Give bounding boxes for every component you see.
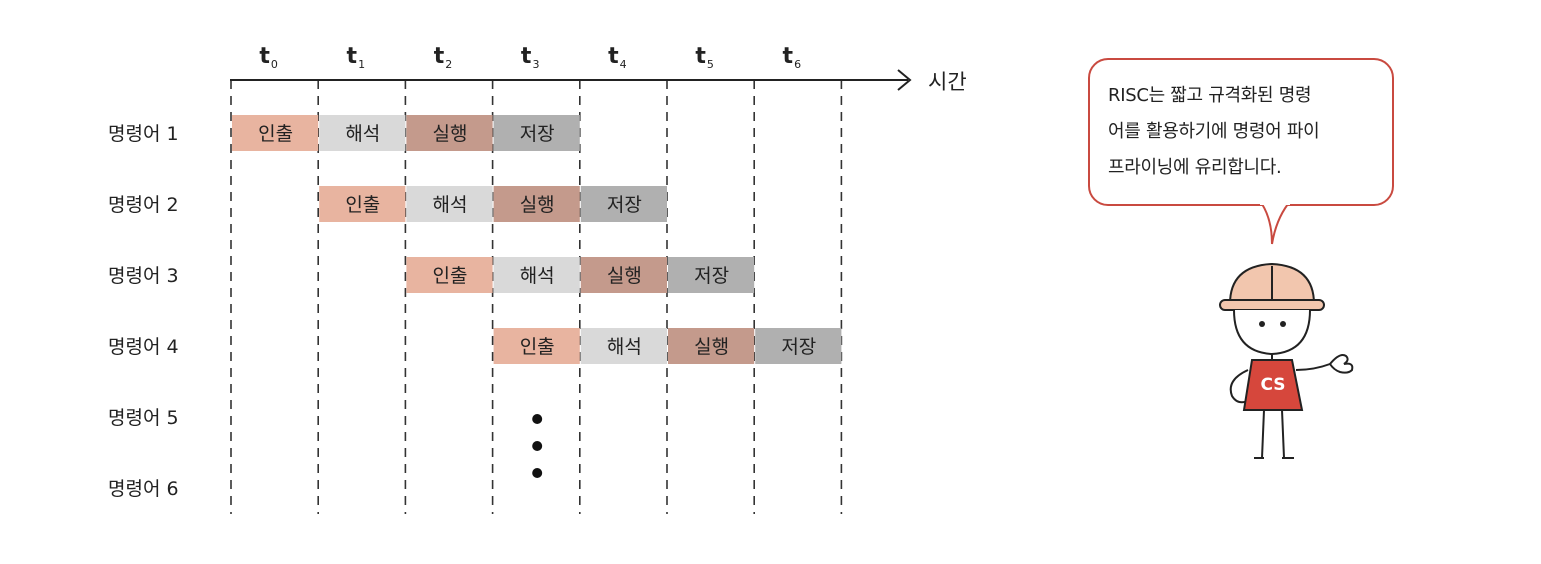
- helmet-icon: [1219, 262, 1325, 311]
- speech-bubble: RISC는 짧고 규격화된 명령 어를 활용하기에 명령어 파이 프라이닝에 유…: [1088, 58, 1394, 206]
- stage-cell: 인출: [493, 328, 580, 364]
- time-tick-labels: t0 t1 t2 t3 t4 t5 t6: [259, 44, 801, 71]
- instruction-label: 명령어 4: [108, 336, 179, 358]
- shirt-logo: CS: [1260, 375, 1285, 395]
- stage-label: 인출: [433, 265, 468, 287]
- time-axis: 시간: [230, 69, 967, 94]
- stage-cell: 저장: [580, 186, 667, 222]
- stage-label: 해석: [345, 123, 380, 145]
- stage-box: [580, 257, 667, 293]
- stage-label: 인출: [258, 123, 293, 145]
- stage-label: 저장: [607, 194, 642, 216]
- stage-box: [580, 186, 667, 222]
- mascot-character: CS: [1219, 200, 1354, 459]
- stage-label: 저장: [520, 123, 555, 145]
- stage-label: 인출: [345, 194, 380, 216]
- ellipsis-dots: [532, 414, 543, 478]
- time-tick-label: t2: [434, 44, 453, 71]
- left-arm: [1229, 369, 1251, 404]
- stage-box: [493, 328, 580, 364]
- time-axis-label: 시간: [928, 70, 967, 94]
- stage-label: 해석: [607, 336, 642, 358]
- stage-label: 실행: [433, 123, 468, 145]
- stage-box: [319, 115, 406, 151]
- stage-label: 저장: [694, 265, 729, 287]
- stage-cell: 실행: [668, 328, 755, 364]
- time-tick-label: t3: [521, 44, 540, 71]
- stage-cell: 저장: [493, 115, 580, 151]
- ellipsis-dot: [532, 441, 543, 451]
- stage-box: [232, 115, 319, 151]
- stage-label: 해석: [520, 265, 555, 287]
- stage-label: 저장: [781, 336, 816, 358]
- stage-cell: 실행: [406, 115, 493, 151]
- stage-box: [406, 186, 493, 222]
- right-arm: [1295, 363, 1331, 371]
- stage-cell: 해석: [319, 115, 406, 151]
- stage-box: [493, 115, 580, 151]
- time-grid-lines: [230, 80, 843, 514]
- ellipsis-dot: [532, 414, 543, 424]
- stage-cell: 해석: [493, 257, 580, 293]
- stage-label: 실행: [520, 194, 555, 216]
- pointing-hand-icon: [1328, 354, 1354, 374]
- stage-cell: 해석: [580, 328, 667, 364]
- stage-cell: 인출: [319, 186, 406, 222]
- time-tick-label: t6: [783, 44, 802, 71]
- instruction-label: 명령어 6: [108, 478, 179, 500]
- stage-cell: 인출: [406, 257, 493, 293]
- stage-label: 실행: [694, 336, 729, 358]
- ellipsis-dot: [532, 468, 543, 478]
- stage-cell: 저장: [755, 328, 842, 364]
- mascot-head: [1233, 309, 1311, 356]
- stage-box: [668, 257, 755, 293]
- stage-cell: 실행: [580, 257, 667, 293]
- instruction-label: 명령어 2: [108, 194, 179, 216]
- speech-bubble-line-1: RISC는 짧고 규격화된 명령: [1108, 85, 1312, 106]
- stage-cell: 저장: [668, 257, 755, 293]
- stage-box: [755, 328, 842, 364]
- stage-label: 해석: [433, 194, 468, 216]
- stage-label: 인출: [520, 336, 555, 358]
- stage-box: [406, 115, 493, 151]
- mascot-shirt: [1242, 359, 1304, 411]
- axis-arrow-icon: [897, 69, 912, 91]
- instruction-label: 명령어 3: [108, 265, 179, 287]
- stage-cell: 해석: [406, 186, 493, 222]
- stage-cell: 인출: [232, 115, 319, 151]
- stage-box: [668, 328, 755, 364]
- time-tick-label: t1: [347, 44, 366, 71]
- speech-bubble-line-2: 어를 활용하기에 명령어 파이: [1108, 121, 1320, 142]
- time-tick-label: t4: [608, 44, 627, 71]
- speech-bubble-tail: [1261, 203, 1289, 245]
- instruction-labels: 명령어 1 명령어 2 명령어 3 명령어 4 명령어 5 명령어 6: [108, 123, 179, 500]
- stage-box: [406, 257, 493, 293]
- time-tick-label: t0: [259, 44, 278, 71]
- stage-label: 실행: [607, 265, 642, 287]
- stage-box: [580, 328, 667, 364]
- instruction-label: 명령어 1: [108, 123, 179, 145]
- time-tick-label: t5: [695, 44, 714, 71]
- stage-box: [319, 186, 406, 222]
- stage-box: [493, 186, 580, 222]
- instruction-label: 명령어 5: [108, 407, 179, 429]
- stage-cell: 실행: [493, 186, 580, 222]
- stage-box: [493, 257, 580, 293]
- speech-bubble-line-3: 프라이닝에 유리합니다.: [1108, 157, 1282, 178]
